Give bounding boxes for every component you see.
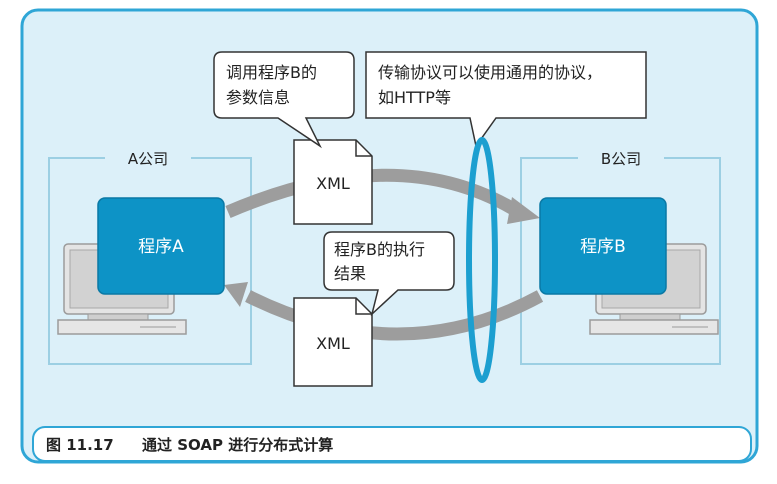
xml-top-label: XML [316, 174, 350, 193]
program-b-label: 程序B [580, 237, 626, 257]
request-arrowhead [507, 197, 540, 224]
xml-bottom-label: XML [316, 334, 350, 353]
callout-params-line2: 参数信息 [226, 88, 290, 107]
callout-protocol-line1: 传输协议可以使用通用的协议， [378, 63, 602, 82]
response-arrow [245, 290, 544, 341]
callout-result: 程序B的执行 结果 [323, 231, 455, 317]
xml-document-bottom: XML [293, 297, 373, 387]
program-a-label: 程序A [138, 237, 184, 257]
callout-params-line1: 调用程序B的 [226, 63, 317, 82]
xml-document-top: XML [293, 139, 373, 225]
company-a-label: A公司 [128, 150, 168, 168]
protocol-ring [466, 137, 498, 383]
callout-result-line1: 程序B的执行 [334, 240, 425, 259]
program-a-box [97, 197, 225, 295]
program-b-box [539, 197, 667, 295]
callout-result-line2: 结果 [334, 264, 366, 283]
caption-text: 通过 SOAP 进行分布式计算 [142, 436, 333, 454]
callout-protocol-line2: 如HTTP等 [378, 88, 451, 107]
caption-bar [32, 426, 752, 462]
callout-protocol: 传输协议可以使用通用的协议， 如HTTP等 [365, 51, 647, 148]
request-arrow [225, 168, 524, 219]
response-arrowhead [224, 282, 248, 307]
caption-label: 图 11.17 [46, 436, 114, 454]
company-b-label: B公司 [601, 150, 641, 168]
callout-params: 调用程序B的 参数信息 [213, 51, 355, 149]
